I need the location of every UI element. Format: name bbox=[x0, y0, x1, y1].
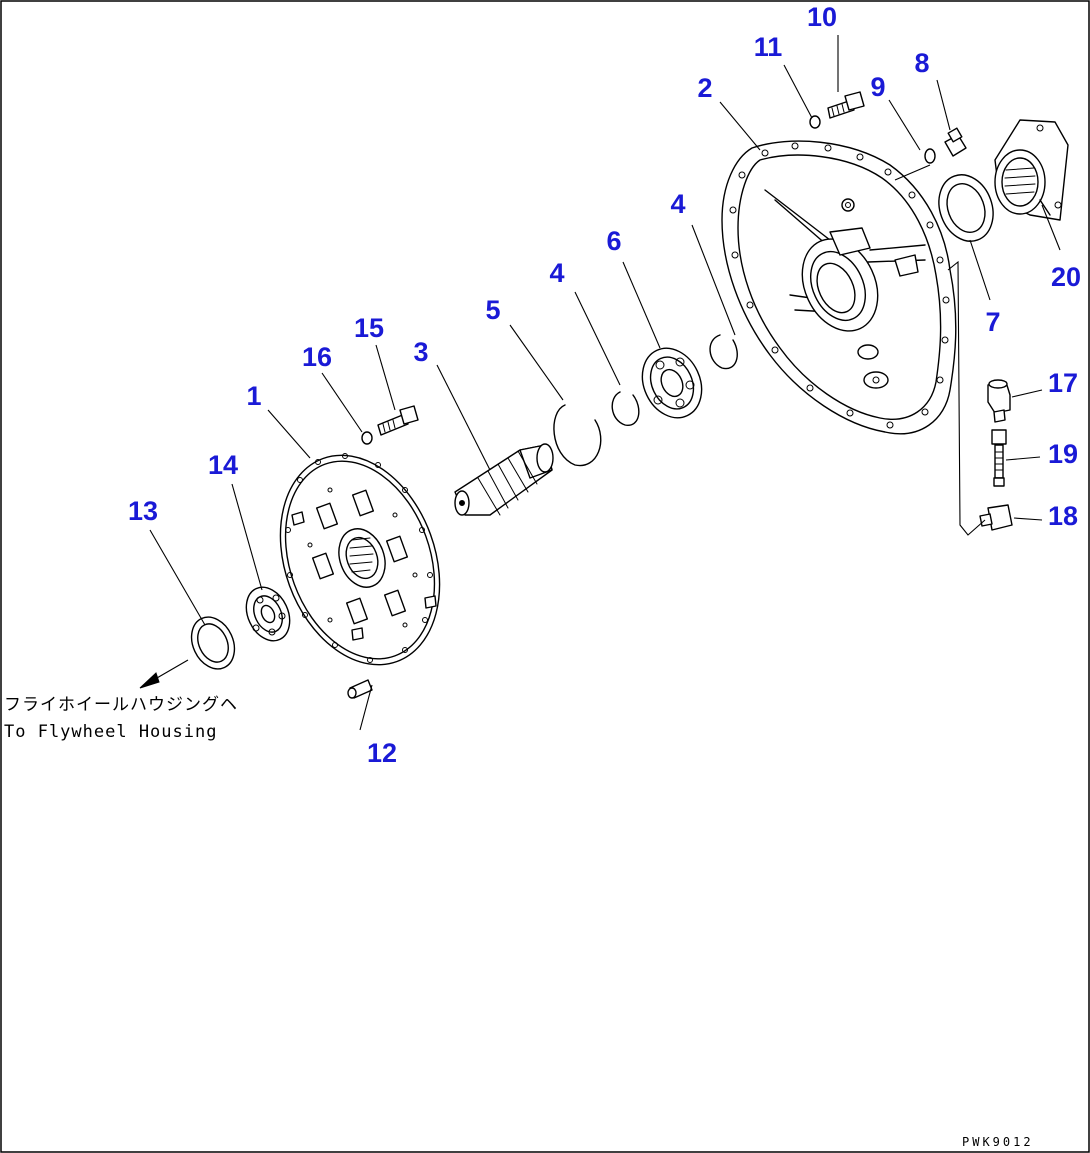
callout-1: 1 bbox=[246, 381, 261, 411]
callout-18: 18 bbox=[1048, 501, 1078, 531]
part-10-bolt bbox=[827, 91, 865, 119]
leader-lines bbox=[149, 35, 1061, 731]
part-5-snap-ring bbox=[553, 404, 602, 467]
part-2-housing bbox=[721, 140, 957, 435]
drawing-code: PWK9012 bbox=[962, 1135, 1034, 1149]
callout-5: 5 bbox=[485, 295, 500, 325]
note-english: To Flywheel Housing bbox=[4, 722, 217, 742]
callout-20: 20 bbox=[1051, 262, 1081, 292]
callout-10: 10 bbox=[807, 2, 837, 32]
callout-4-middle: 4 bbox=[549, 258, 564, 288]
part-13-seal bbox=[190, 616, 236, 670]
disc-holes bbox=[285, 453, 433, 663]
callout-14: 14 bbox=[208, 450, 238, 480]
part-18-block bbox=[979, 504, 1013, 531]
part-9-o-ring bbox=[924, 148, 936, 164]
callout-13: 13 bbox=[128, 496, 158, 526]
callout-16: 16 bbox=[302, 342, 332, 372]
callout-15: 15 bbox=[354, 313, 384, 343]
callout-7: 7 bbox=[985, 307, 1000, 337]
part-11-washer bbox=[809, 115, 821, 129]
group-bracket bbox=[947, 260, 986, 536]
note-japanese: フライホイールハウジングヘ bbox=[4, 695, 238, 715]
part-20-flange bbox=[994, 119, 1069, 221]
part-14-bearing bbox=[245, 586, 291, 642]
part-16-washer bbox=[361, 431, 373, 445]
part-19-stud bbox=[991, 429, 1007, 487]
part-4-snap-ring-middle bbox=[611, 391, 640, 426]
part-12-pin bbox=[347, 679, 373, 699]
callout-11: 11 bbox=[754, 32, 783, 62]
callout-17: 17 bbox=[1048, 368, 1078, 398]
part-6-bearing bbox=[641, 347, 703, 419]
part-8-fitting bbox=[944, 127, 967, 157]
housing-bolt-holes bbox=[729, 142, 950, 429]
callout-2: 2 bbox=[697, 73, 712, 103]
part-17-plug bbox=[987, 379, 1011, 423]
part-3-shaft bbox=[454, 443, 554, 516]
callout-6: 6 bbox=[606, 226, 621, 256]
callout-labels: 1 2 3 4 4 5 6 7 8 9 10 11 12 13 14 15 16… bbox=[128, 2, 1081, 768]
part-4-snap-ring-right bbox=[709, 334, 738, 370]
part-15-bolt bbox=[377, 405, 419, 436]
part-1-damper-disc bbox=[279, 453, 441, 666]
callout-19: 19 bbox=[1048, 439, 1078, 469]
disc-springs bbox=[311, 489, 409, 625]
part-7-seal bbox=[938, 174, 994, 242]
callout-8: 8 bbox=[914, 48, 929, 78]
direction-arrow bbox=[139, 659, 189, 689]
callout-3: 3 bbox=[413, 337, 428, 367]
callout-4-right: 4 bbox=[670, 189, 685, 219]
callout-9: 9 bbox=[870, 72, 885, 102]
callout-12: 12 bbox=[367, 738, 397, 768]
